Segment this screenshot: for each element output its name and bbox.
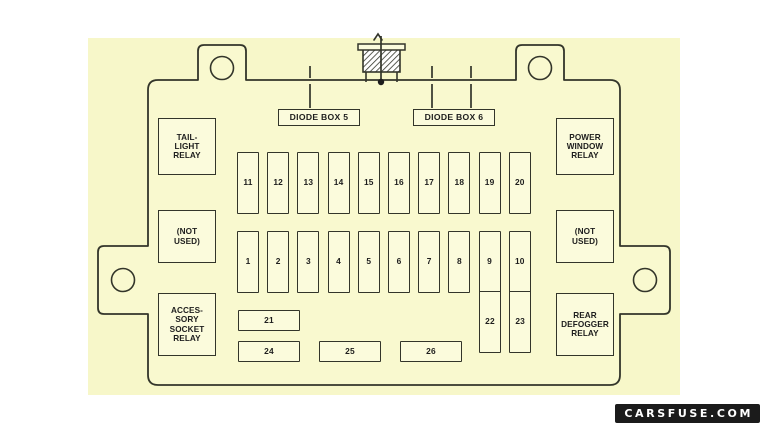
fuse-11[interactable]: 11 — [237, 152, 259, 214]
diode-box-6[interactable]: DIODE BOX 6 — [413, 109, 495, 126]
fuse-10[interactable]: 10 — [508, 231, 531, 293]
fuse-16[interactable]: 16 — [388, 152, 410, 214]
hatched-connector — [357, 32, 406, 86]
watermark-carsfuse: CARSFUSE.COM — [615, 404, 760, 423]
fuse-23[interactable]: 23 — [509, 291, 532, 353]
diode-box-6-leads — [431, 66, 472, 108]
fuse-20[interactable]: 20 — [508, 152, 531, 214]
fuse-26[interactable]: 26 — [400, 341, 462, 362]
fuse-6[interactable]: 6 — [388, 231, 410, 293]
fuse-2[interactable]: 2 — [267, 231, 290, 293]
fuse-3[interactable]: 3 — [297, 231, 320, 293]
relay-tail-light[interactable]: TAIL- LIGHT RELAY — [158, 118, 216, 175]
fuse-9[interactable]: 9 — [478, 231, 501, 293]
relay-left-not-used[interactable]: (NOT USED) — [158, 210, 216, 263]
mounting-hole-top-left — [209, 55, 235, 81]
fuse-7[interactable]: 7 — [418, 231, 441, 293]
fuse-15[interactable]: 15 — [357, 152, 380, 214]
fuse-19[interactable]: 19 — [478, 152, 501, 214]
relay-right-not-used[interactable]: (NOT USED) — [556, 210, 614, 263]
fuse-25[interactable]: 25 — [319, 341, 381, 362]
fuse-14[interactable]: 14 — [327, 152, 350, 214]
fuse-21[interactable]: 21 — [238, 310, 300, 331]
fuse-12[interactable]: 12 — [267, 152, 290, 214]
mounting-hole-left — [110, 267, 136, 293]
fuse-18[interactable]: 18 — [448, 152, 471, 214]
mounting-hole-right — [632, 267, 658, 293]
mounting-hole-top-right — [527, 55, 553, 81]
relay-power-window[interactable]: POWER WINDOW RELAY — [556, 118, 614, 175]
fuse-13[interactable]: 13 — [297, 152, 320, 214]
fuse-22[interactable]: 22 — [479, 291, 501, 353]
fuse-17[interactable]: 17 — [418, 152, 441, 214]
fuse-4[interactable]: 4 — [327, 231, 350, 293]
fuse-5[interactable]: 5 — [357, 231, 380, 293]
relay-accessory-socket[interactable]: ACCES- SORY SOCKET RELAY — [158, 293, 216, 356]
fuse-24[interactable]: 24 — [238, 341, 300, 362]
fuse-1[interactable]: 1 — [237, 231, 259, 293]
diode-box-5[interactable]: DIODE BOX 5 — [278, 109, 360, 126]
relay-rear-defogger[interactable]: REAR DEFOGGER RELAY — [556, 293, 614, 356]
fuse-8[interactable]: 8 — [448, 231, 471, 293]
